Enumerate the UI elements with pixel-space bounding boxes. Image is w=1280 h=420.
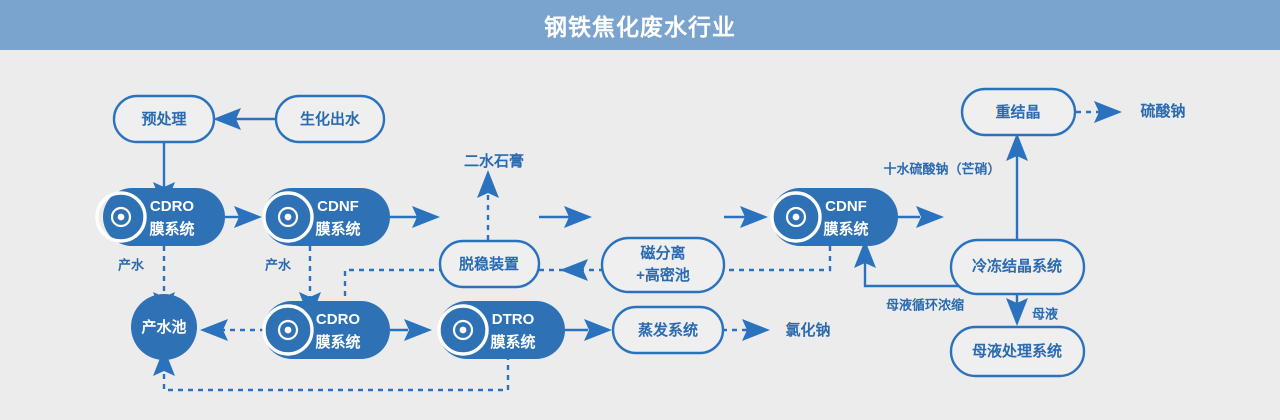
node-bio-effluent[interactable]: 生化出水 <box>274 94 386 144</box>
node-dtro-bottom-label2: 膜系统 <box>490 333 535 351</box>
node-cdro-bottom[interactable]: CDRO 膜系统 <box>262 301 390 359</box>
node-destabilizer[interactable]: 脱稳装置 <box>438 239 541 289</box>
node-pretreatment-label: 预处理 <box>141 110 186 128</box>
edge-dtro-recycle-to-pool <box>153 348 510 392</box>
edge-freeze-to-recryst <box>1006 133 1028 239</box>
edge-destabilizer-to-gypsum <box>477 170 499 240</box>
edge-recryst-to-sodium-sulfate <box>1076 101 1122 123</box>
edge-label-mother-liquor-out: 母液 <box>1032 306 1058 321</box>
node-cdro-top-label2: 膜系统 <box>149 220 194 238</box>
node-cdnf-top[interactable]: CDNF 膜系统 <box>262 188 390 246</box>
node-destabilizer-label: 脱稳装置 <box>459 255 519 273</box>
edge-label-mother-liquor-recycle: 母液循环浓缩 <box>886 297 964 312</box>
edge-cdro-top-to-cdnf-top <box>225 206 262 228</box>
edge-bio-to-pretreatment <box>213 108 275 130</box>
node-cdnf-top-label1: CDNF <box>317 198 359 215</box>
node-cdnf-right-label2: 膜系统 <box>823 220 868 238</box>
node-cdro-bottom-label1: CDRO <box>316 311 360 328</box>
node-evaporation[interactable]: 蒸发系统 <box>611 305 725 355</box>
node-recryst-label: 重结晶 <box>995 103 1040 121</box>
node-freeze-crystallization[interactable]: 冷冻结晶系统 <box>949 238 1086 296</box>
node-freeze-label: 冷冻结晶系统 <box>972 257 1062 275</box>
node-cdro-top[interactable]: CDRO 膜系统 <box>95 188 225 246</box>
output-sodium-sulfate-label: 硫酸钠 <box>1140 102 1185 120</box>
node-recrystallization[interactable]: 重结晶 <box>960 87 1077 137</box>
edge-destabilizer-to-magsep <box>539 206 592 228</box>
node-cdro-bottom-label2: 膜系统 <box>315 333 360 351</box>
node-product-pool-label: 产水池 <box>141 318 186 336</box>
node-evaporation-label: 蒸发系统 <box>638 321 698 339</box>
node-mother-liquor-label: 母液处理系统 <box>972 342 1062 360</box>
page-title: 钢铁焦化废水行业 <box>544 14 736 40</box>
node-dtro-bottom[interactable]: DTRO 膜系统 <box>437 301 565 359</box>
edge-cdnf-top-to-destabilizer <box>390 206 440 228</box>
node-mag-sep-label1: 磁分离 <box>640 244 685 262</box>
edge-cdro-bottom-to-pool <box>200 319 265 341</box>
node-dtro-bottom-label1: DTRO <box>492 311 535 328</box>
edge-dtro-to-evaporation <box>565 319 612 341</box>
node-cdnf-top-label2: 膜系统 <box>315 220 360 238</box>
node-cdro-top-label1: CDRO <box>150 198 194 215</box>
edge-evaporation-to-sodium-chloride <box>722 319 770 341</box>
edge-freeze-to-mother-liquor <box>1006 295 1028 326</box>
node-product-water-pool[interactable]: 产水池 <box>131 294 197 360</box>
node-mag-sep-label2: +高密池 <box>636 266 690 284</box>
node-mag-sep[interactable]: 磁分离 +高密池 <box>600 236 726 294</box>
page-header: 钢铁焦化废水行业 <box>0 0 1280 50</box>
edge-cdnf-right-to-freeze <box>898 206 944 228</box>
output-gypsum-label: 二水石膏 <box>464 152 524 170</box>
edge-label-produced-water-1: 产水 <box>118 257 145 272</box>
diagram-canvas: 预处理 生化出水 CDRO 膜系统 CDNF 膜系统 二水石膏 <box>0 50 1280 420</box>
edge-cdro-bottom-to-dtro <box>390 319 432 341</box>
node-pretreatment[interactable]: 预处理 <box>112 94 216 144</box>
node-cdnf-right-label1: CDNF <box>825 198 867 215</box>
node-cdnf-right[interactable]: CDNF 膜系统 <box>770 188 898 246</box>
edge-magsep-to-cdnf-right <box>724 206 768 228</box>
output-sodium-chloride-label: 氯化钠 <box>785 321 830 339</box>
edge-label-produced-water-2: 产水 <box>265 257 292 272</box>
edge-label-glauber-salt: 十水硫酸钠（芒硝） <box>883 161 1000 176</box>
node-mother-liquor-treatment[interactable]: 母液处理系统 <box>949 325 1086 378</box>
node-bio-effluent-label: 生化出水 <box>300 110 361 128</box>
edge-cdnf-right-recycle-to-cdro-bottom <box>343 246 832 316</box>
